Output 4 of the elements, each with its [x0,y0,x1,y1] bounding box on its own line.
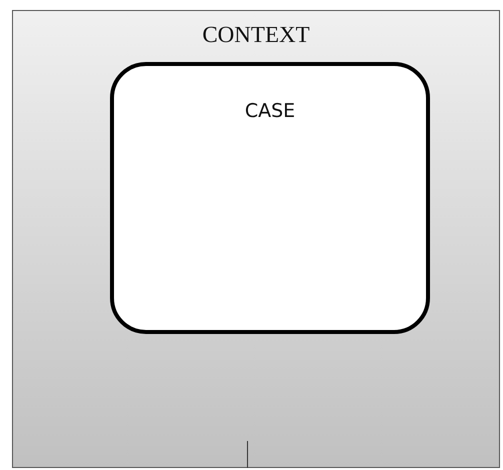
box-heading: CASE [244,100,296,122]
context-panel [12,10,500,468]
panel-heading: CONTEXT [201,22,311,48]
case-box [110,62,430,334]
